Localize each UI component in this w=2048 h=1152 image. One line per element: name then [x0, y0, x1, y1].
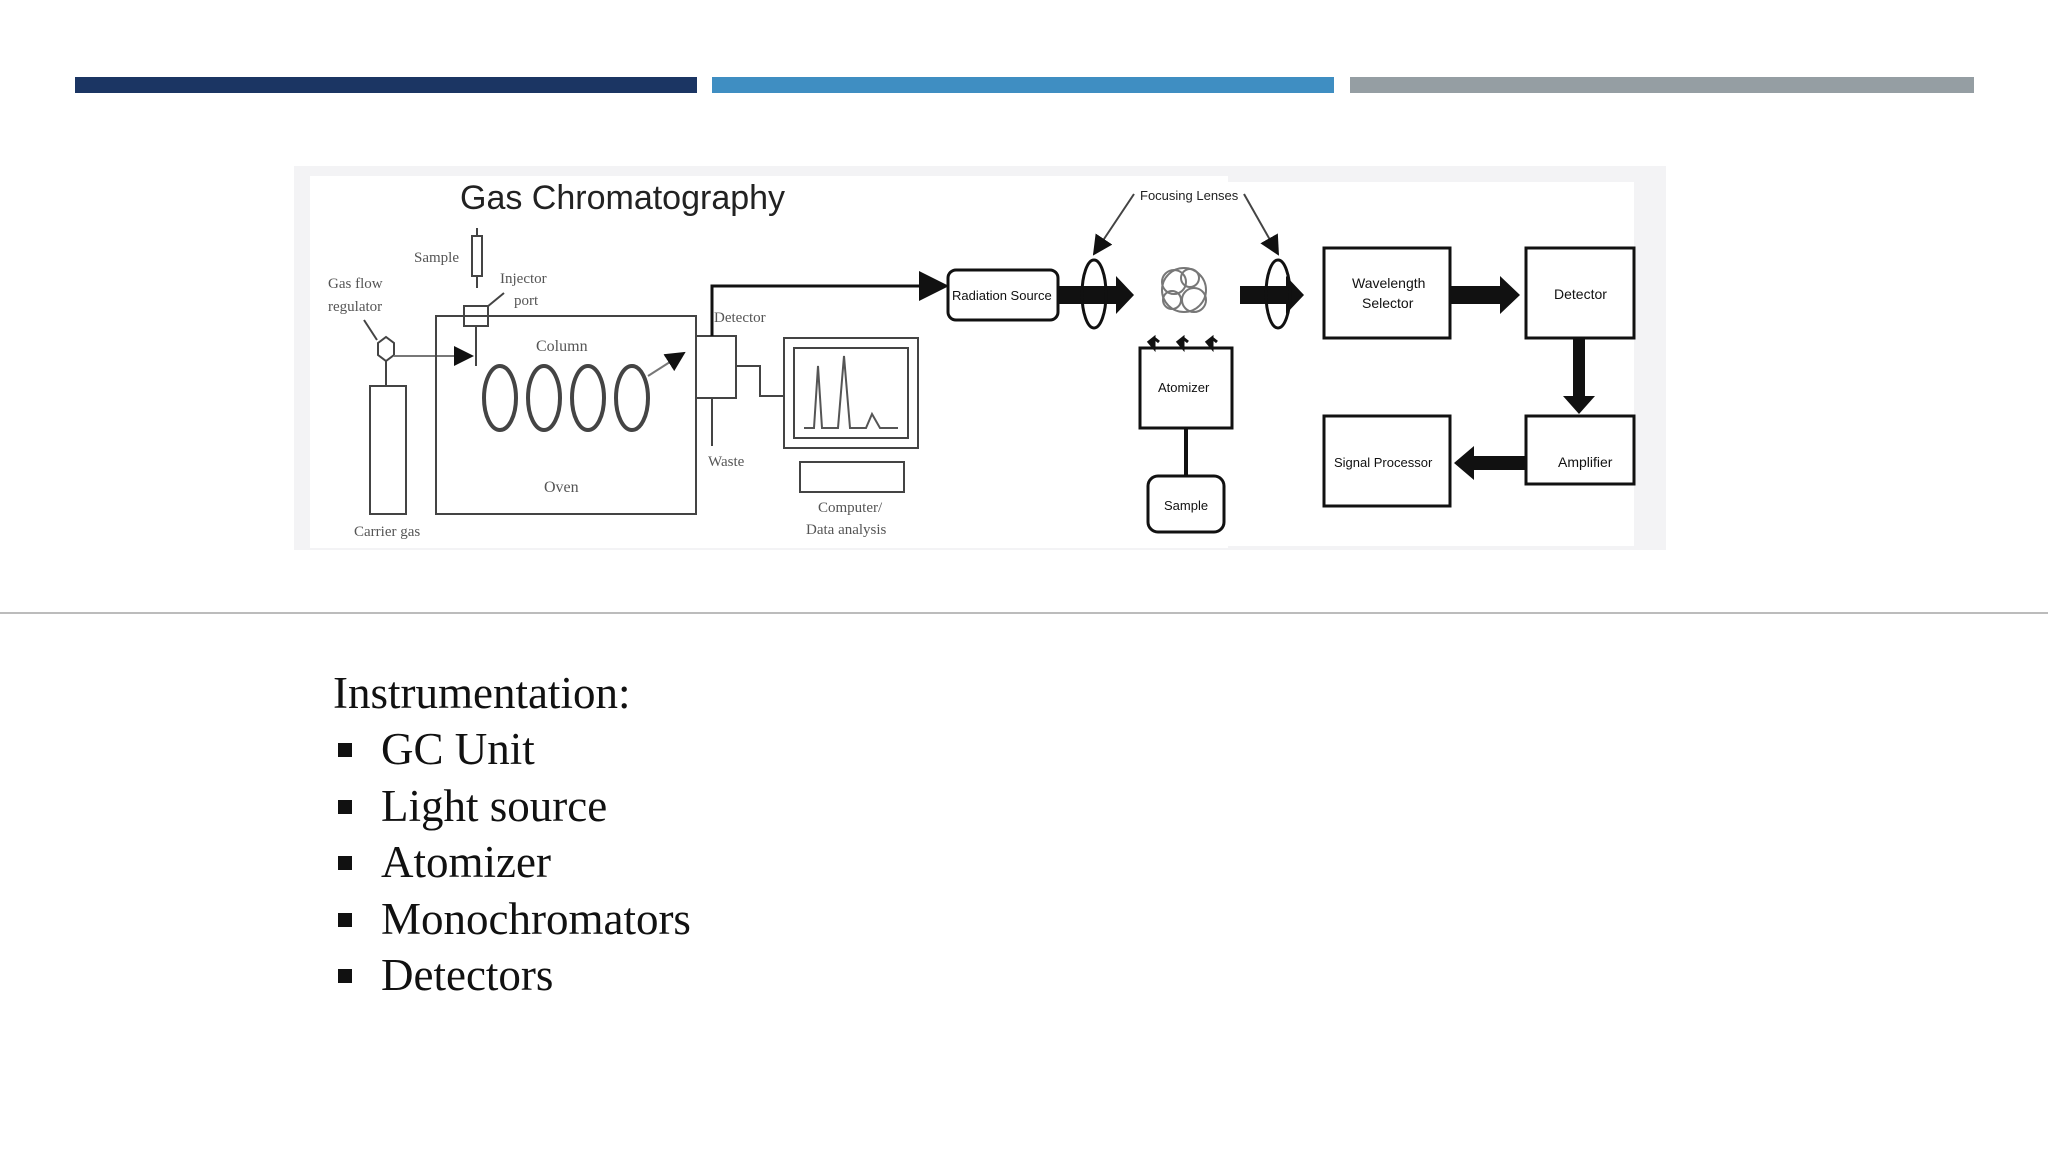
- instrumentation-diagram: Gas Chromatography Sample Injector port …: [294, 166, 1666, 550]
- label-gas-flow-2: regulator: [328, 299, 382, 315]
- label-oven: Oven: [544, 479, 579, 496]
- list-item: Atomizer: [333, 834, 1233, 891]
- accent-bar-navy: [75, 77, 697, 93]
- list-item-text: Light source: [381, 780, 608, 831]
- instrumentation-list: GC Unit Light source Atomizer Monochroma…: [333, 721, 1233, 1004]
- amplifier-box: [1524, 414, 1636, 486]
- label-sample-aas: Sample: [1164, 498, 1208, 513]
- label-computer-1: Computer/: [818, 500, 883, 516]
- column-coil-icon: [482, 364, 650, 432]
- atomizer-box: [1138, 346, 1234, 430]
- bullet-icon: [338, 743, 352, 757]
- label-wavelength-1: Wavelength: [1352, 275, 1425, 291]
- list-item: Monochromators: [333, 891, 1233, 948]
- label-detector: Detector: [714, 310, 766, 326]
- label-wavelength-2: Selector: [1362, 295, 1414, 311]
- list-item-text: GC Unit: [381, 724, 535, 774]
- label-atomizer: Atomizer: [1158, 380, 1210, 395]
- label-radiation-source: Radiation Source: [952, 288, 1052, 303]
- gc-title: Gas Chromatography: [460, 179, 785, 217]
- label-injector-2: port: [514, 293, 539, 309]
- bullet-icon: [338, 969, 352, 983]
- gc-diagram: Gas Chromatography Sample Injector port …: [328, 179, 949, 540]
- label-gas-flow-1: Gas flow: [328, 276, 383, 292]
- instrumentation-text: Instrumentation: GC Unit Light source At…: [333, 665, 1233, 1004]
- label-waste: Waste: [708, 454, 745, 470]
- accent-bar-gray: [1350, 77, 1974, 93]
- list-item: GC Unit: [333, 721, 1233, 778]
- bullet-icon: [338, 856, 352, 870]
- syringe-icon: [471, 228, 483, 288]
- lens-icon: [1080, 258, 1108, 330]
- label-signal-processor: Signal Processor: [1334, 455, 1433, 470]
- accent-bar-blue: [712, 77, 1334, 93]
- label-amplifier: Amplifier: [1558, 454, 1613, 470]
- signal-processor-box: [1322, 414, 1452, 508]
- label-computer-2: Data analysis: [806, 522, 887, 538]
- heading-instrumentation: Instrumentation:: [333, 668, 631, 718]
- list-item-text: Detectors: [381, 950, 554, 1000]
- list-item: Detectors: [333, 947, 1233, 1004]
- sample-box: [1146, 474, 1226, 534]
- flame-cloud-icon: [1161, 267, 1207, 313]
- list-item-text: Atomizer: [381, 837, 551, 887]
- label-column: Column: [536, 338, 588, 355]
- divider-line: [0, 612, 2048, 614]
- wavelength-selector-box: [1322, 246, 1452, 340]
- computer-icon: [783, 337, 919, 493]
- label-injector-1: Injector: [500, 271, 547, 287]
- list-item: Light source: [333, 778, 1233, 835]
- aas-diagram: Focusing Lenses Radiation Source Wavelen…: [946, 188, 1636, 534]
- bullet-icon: [338, 799, 352, 814]
- label-focusing-lenses: Focusing Lenses: [1140, 188, 1239, 203]
- list-item-text: Monochromators: [381, 893, 691, 944]
- lens-icon: [1264, 258, 1292, 330]
- label-sample: Sample: [414, 250, 459, 266]
- bullet-icon: [338, 912, 352, 927]
- label-detector-aas: Detector: [1554, 286, 1607, 302]
- label-carrier-gas: Carrier gas: [354, 524, 420, 540]
